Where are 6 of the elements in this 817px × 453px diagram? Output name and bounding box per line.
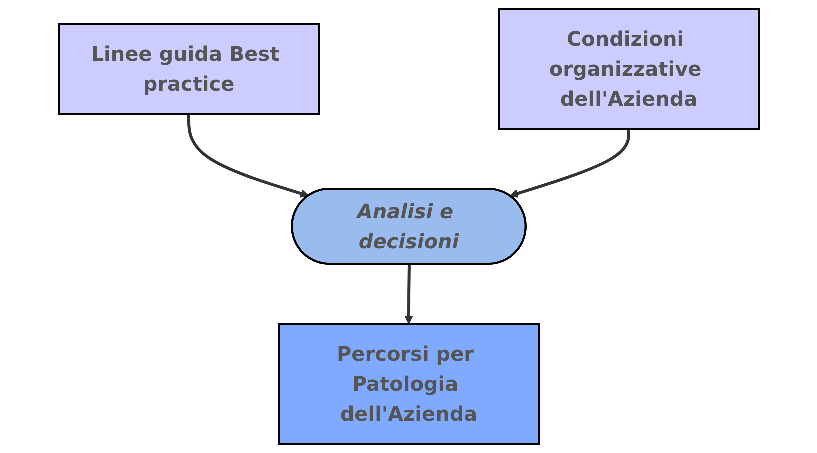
arrow xyxy=(187,114,309,198)
node-box: Percorsi per Patologia dell'Azienda xyxy=(278,323,540,445)
arrow xyxy=(404,264,413,324)
node-box: Condizioni organizzative dell'Azienda xyxy=(498,8,760,130)
arrow xyxy=(509,129,630,198)
node-box: Linee guida Best practice xyxy=(58,23,320,115)
